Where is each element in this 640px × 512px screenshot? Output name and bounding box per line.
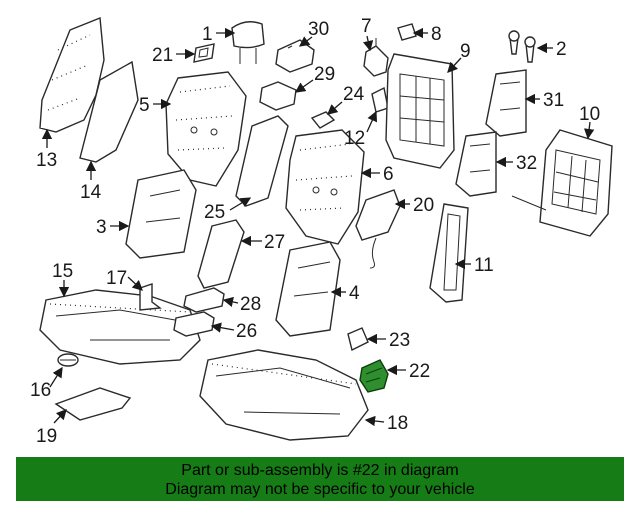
part-17-bracket[interactable]: [139, 283, 162, 311]
part-29-bracket[interactable]: [259, 81, 297, 111]
part-1-headrest[interactable]: [231, 21, 265, 64]
callout-7[interactable]: 7: [361, 16, 372, 37]
part-20-heater-pad[interactable]: [355, 189, 401, 269]
callout-11[interactable]: 11: [474, 255, 494, 276]
callout-5[interactable]: 5: [139, 95, 150, 116]
banner-line-disclaimer: Diagram may not be specific to your vehi…: [165, 481, 475, 498]
banner-line-part: Part or sub-assembly is #22 in diagram: [181, 462, 459, 479]
callout-9[interactable]: 9: [460, 41, 471, 62]
callout-20[interactable]: 20: [413, 195, 434, 216]
part-24-clip[interactable]: [310, 111, 336, 129]
callout-2[interactable]: 2: [556, 39, 567, 60]
callout-24[interactable]: 24: [343, 84, 365, 105]
parts-diagram: 1 2 3 4 5 6 7 8 9 10 11 12 13 14 15 16 1…: [30, 16, 613, 447]
part-31-bracket[interactable]: [485, 69, 527, 137]
part-4-seatback-cushion-right[interactable]: [275, 241, 341, 337]
part-10-seatback-frame[interactable]: [511, 129, 613, 237]
callout-30[interactable]: 30: [308, 19, 329, 40]
part-28-bolster[interactable]: [183, 287, 225, 313]
leader-lines: [41, 27, 595, 427]
callout-21[interactable]: 21: [152, 45, 173, 66]
part-12-retainer[interactable]: [371, 86, 389, 113]
callout-8[interactable]: 8: [431, 24, 442, 45]
part-14-panel[interactable]: [79, 60, 139, 163]
part-25-armrest[interactable]: [235, 115, 289, 207]
callout-15[interactable]: 15: [52, 261, 73, 282]
part-19-mat[interactable]: [54, 387, 132, 421]
part-8-cap[interactable]: [397, 23, 417, 41]
callout-29[interactable]: 29: [314, 64, 335, 85]
callout-18[interactable]: 18: [387, 413, 408, 434]
part-32-bracket[interactable]: [455, 131, 497, 197]
part-30-headrest-cover[interactable]: [275, 39, 315, 73]
callout-6[interactable]: 6: [383, 164, 394, 185]
part-27-pad[interactable]: [197, 219, 245, 289]
callout-28[interactable]: 28: [240, 294, 261, 315]
part-22-highlighted-component[interactable]: [359, 359, 389, 393]
part-18-seat-cushion[interactable]: [199, 349, 369, 441]
callout-16[interactable]: 16: [30, 380, 51, 401]
part-21-headrest-guide[interactable]: [193, 43, 215, 63]
callout-31[interactable]: 31: [543, 90, 564, 111]
callout-labels: 1 2 3 4 5 6 7 8 9 10 11 12 13 14 15 16 1…: [30, 16, 600, 447]
callout-1[interactable]: 1: [202, 24, 213, 45]
part-5-seatback-frame-left[interactable]: [165, 71, 247, 187]
info-banner: Part or sub-assembly is #22 in diagram D…: [16, 457, 624, 501]
part-11-side-bracket[interactable]: [429, 203, 469, 303]
part-7-latch[interactable]: [363, 38, 389, 77]
callout-12[interactable]: 12: [344, 128, 365, 149]
callout-17[interactable]: 17: [106, 268, 127, 289]
callout-3[interactable]: 3: [96, 217, 107, 238]
callout-27[interactable]: 27: [264, 232, 285, 253]
part-9-seatback-panel[interactable]: [385, 53, 455, 169]
callout-4[interactable]: 4: [349, 283, 360, 304]
callout-25[interactable]: 25: [204, 202, 225, 223]
callout-13[interactable]: 13: [36, 150, 57, 171]
callout-10[interactable]: 10: [579, 104, 600, 125]
callout-19[interactable]: 19: [36, 426, 57, 447]
callout-22[interactable]: 22: [409, 361, 430, 382]
callout-23[interactable]: 23: [389, 330, 410, 351]
part-3-seatback-cushion-left[interactable]: [125, 169, 197, 259]
part-23-clip[interactable]: [347, 327, 369, 352]
callout-14[interactable]: 14: [80, 182, 102, 203]
callout-32[interactable]: 32: [516, 153, 537, 174]
part-13-side-trim[interactable]: [39, 17, 105, 133]
part-2-bolts[interactable]: [508, 30, 536, 63]
part-6-seatback-frame-right[interactable]: [285, 129, 365, 245]
callout-26[interactable]: 26: [236, 321, 257, 342]
part-16-clip[interactable]: [57, 353, 79, 367]
